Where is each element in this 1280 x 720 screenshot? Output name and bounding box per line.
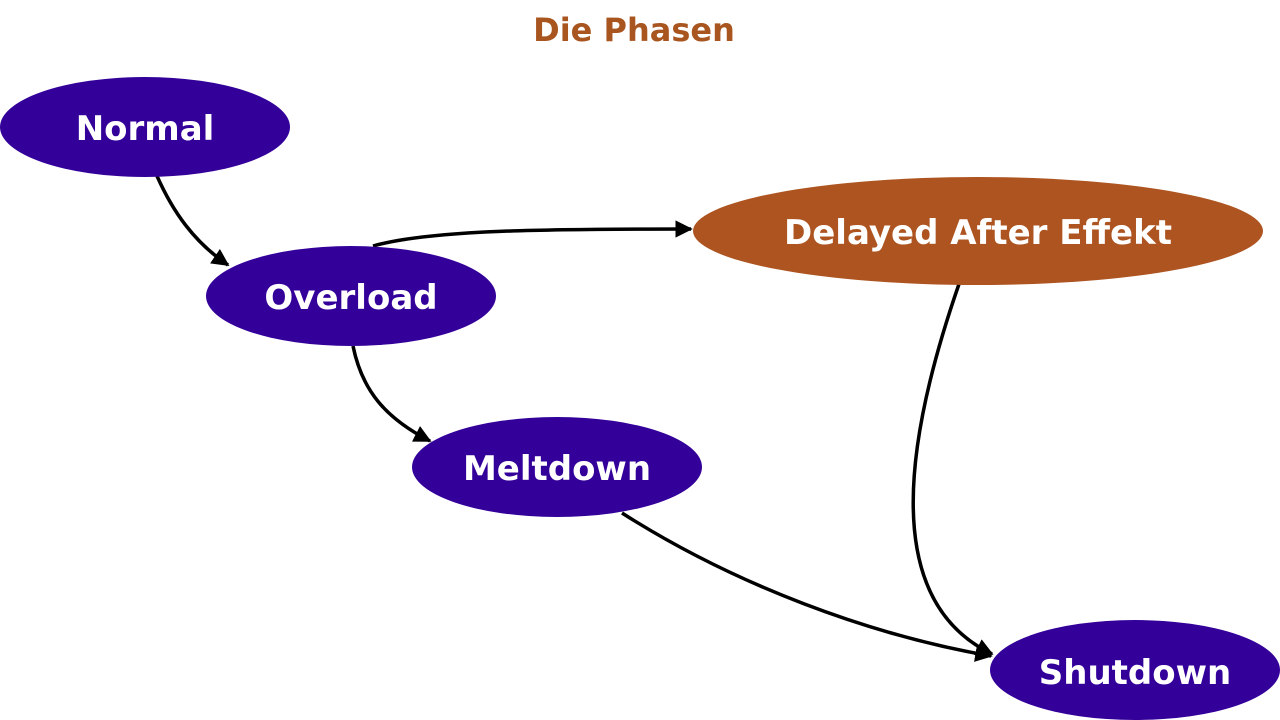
node-overload: Overload <box>206 246 496 346</box>
edge-overload-to-meltdown <box>351 345 432 443</box>
diagram-title: Die Phasen <box>533 11 735 49</box>
node-normal-shape <box>0 77 290 177</box>
node-shutdown-shape <box>990 620 1280 720</box>
node-delayed-after-effekt: Delayed After Effekt <box>693 177 1263 285</box>
node-delayed-after-effekt-shape <box>693 177 1263 285</box>
node-meltdown-label: Meltdown <box>463 449 651 489</box>
node-shutdown-label: Shutdown <box>1039 653 1231 693</box>
node-meltdown-shape <box>412 417 702 517</box>
edge-normal-to-overload <box>155 175 230 267</box>
node-overload-shape <box>206 246 496 346</box>
node-delayed-after-effekt-label: Delayed After Effekt <box>784 213 1172 253</box>
node-normal: Normal <box>0 77 290 177</box>
edge-overload-to-delayed <box>372 220 693 248</box>
edge-delayed-to-shutdown <box>911 283 994 656</box>
node-shutdown: Shutdown <box>990 620 1280 720</box>
node-normal-label: Normal <box>76 109 215 149</box>
node-overload-label: Overload <box>264 278 437 318</box>
node-meltdown: Meltdown <box>412 417 702 517</box>
edge-meltdown-to-shutdown <box>621 511 993 662</box>
